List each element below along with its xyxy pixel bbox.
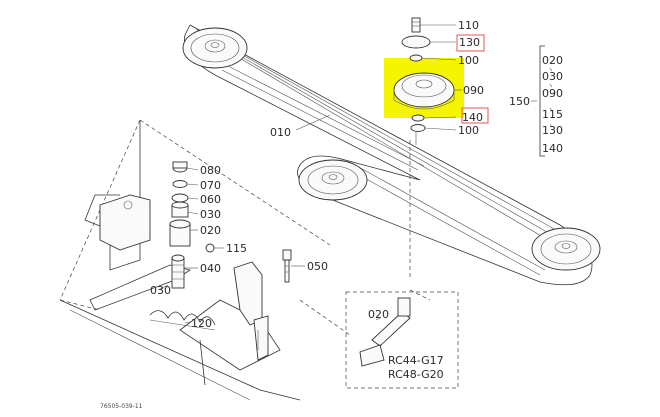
mount-bracket[interactable] [233,261,269,361]
label-020: 020 [200,224,221,237]
label-group-140: 140 [542,142,563,155]
label-100-top: 100 [458,54,479,67]
deck-pulley-left[interactable] [182,27,248,69]
label-140: 140 [462,111,483,124]
label-030-a: 030 [200,208,221,221]
label-rc44: RC44-G17 [388,354,444,367]
group-bracket [531,45,553,157]
label-070: 070 [200,179,221,192]
label-080: 080 [200,164,221,177]
label-115: 115 [226,242,247,255]
tension-spring[interactable] [149,310,216,386]
label-group-150: 150 [509,95,530,108]
label-group-130: 130 [542,124,563,137]
label-group-030: 030 [542,70,563,83]
label-group-090: 090 [542,87,563,100]
bolt-050[interactable] [282,249,292,283]
label-110: 110 [458,19,479,32]
label-090: 090 [463,84,484,97]
label-group-115: 115 [542,108,563,121]
idler-pulley-stack[interactable] [393,17,455,145]
label-010: 010 [270,126,291,139]
deck-pulley-center[interactable] [298,159,368,201]
marker-box-140 [461,107,489,124]
label-050: 050 [307,260,328,273]
tension-arm-assembly[interactable] [59,120,301,401]
label-060: 060 [200,193,221,206]
label-group-020: 020 [542,54,563,67]
label-rc48: RC48-G20 [388,368,444,381]
label-100-bottom: 100 [458,124,479,137]
label-030-b: 030 [150,284,171,297]
label-120: 120 [191,317,212,330]
drive-belt[interactable] [183,24,593,286]
label-040: 040 [200,262,221,275]
marker-box-130 [456,34,485,52]
figure-number: 76505-039-11 [100,403,143,410]
leader-lines [157,24,462,324]
pivot-stack[interactable] [169,161,215,289]
part-labels: 110 130 100 090 140 100 010 080 070 060 … [100,19,563,410]
inset-detail [345,291,459,389]
label-020-inset: 020 [368,308,389,321]
label-130: 130 [459,36,480,49]
deck-pulley-right[interactable] [531,227,601,271]
